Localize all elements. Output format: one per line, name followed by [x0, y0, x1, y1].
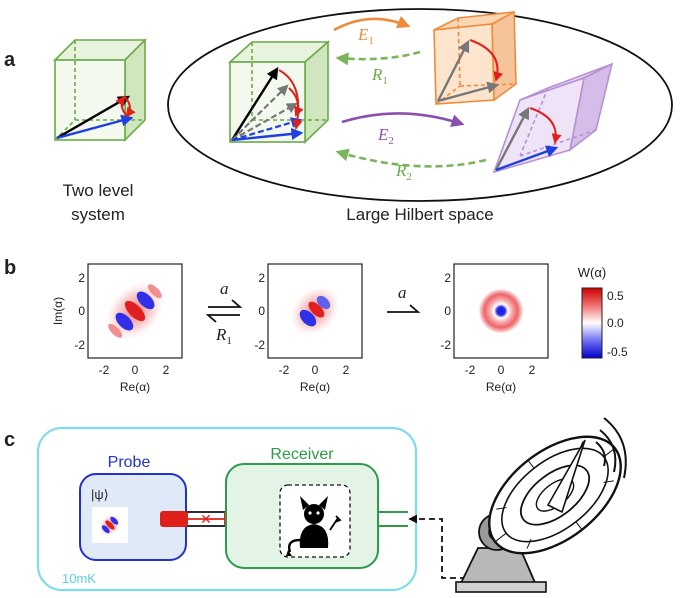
panel-a: a Two level system: [4, 8, 673, 224]
satellite-dish-icon: [455, 417, 627, 593]
E1-label: E1: [357, 25, 374, 47]
E2-label: E2: [377, 125, 394, 147]
two-level-caption-2: system: [71, 205, 125, 224]
two-level-caption-1: Two level: [63, 181, 134, 200]
hilbert-space-ellipse: [167, 8, 673, 202]
transition-arrow-red: [123, 95, 136, 118]
two-level-cube: [53, 38, 147, 142]
fridge-box: [36, 426, 418, 592]
colorbar: W(α) 0.5 0.0 -0.5: [578, 265, 628, 359]
svg-text:0: 0: [78, 304, 85, 318]
cross-icon: ✕: [200, 511, 212, 527]
arrow-E1: [333, 15, 411, 32]
probe-wigner-thumbnail: [92, 507, 128, 543]
panel-c-label: c: [4, 429, 15, 451]
operator-a: a: [387, 283, 421, 313]
svg-text:-2: -2: [279, 363, 290, 377]
ylabel-1: Im(α): [51, 297, 65, 325]
R2-label: R2: [395, 161, 412, 183]
xlabel-1: Re(α): [120, 380, 150, 394]
receiver-label: Receiver: [270, 446, 334, 463]
svg-text:-0.5: -0.5: [607, 345, 628, 359]
wigner-plot-3: 2 0 -2 -2 0 2 Re(α): [440, 263, 549, 394]
temperature-label: 10mK: [62, 571, 96, 586]
svg-text:-2: -2: [465, 363, 476, 377]
panel-b-label: b: [4, 257, 16, 279]
svg-text:-2: -2: [440, 338, 451, 352]
arrow-R2: [335, 148, 487, 168]
wigner-plot-2: 2 0 -2 -2 0 2 Re(α): [254, 263, 363, 394]
svg-text:2: 2: [78, 271, 85, 285]
operator-a-R1: a R1: [205, 279, 243, 347]
state-label: |ψ⟩: [91, 487, 109, 502]
svg-text:0: 0: [132, 363, 139, 377]
xlabel-2: Re(α): [300, 380, 330, 394]
svg-text:0: 0: [258, 304, 265, 318]
svg-text:-2: -2: [254, 338, 265, 352]
panel-a-label: a: [4, 49, 16, 71]
arrow-R1: [335, 50, 421, 66]
svg-text:0: 0: [444, 304, 451, 318]
svg-text:a: a: [398, 283, 407, 302]
svg-text:2: 2: [444, 271, 451, 285]
xlabel-3: Re(α): [486, 380, 516, 394]
svg-text:2: 2: [529, 363, 536, 377]
svg-text:0.5: 0.5: [607, 289, 624, 303]
svg-text:-2: -2: [74, 338, 85, 352]
arrow-E2: [341, 112, 465, 127]
svg-text:0.0: 0.0: [607, 316, 624, 330]
signal-arrow: [408, 514, 466, 579]
colorbar-title: W(α): [578, 265, 606, 280]
svg-text:0: 0: [498, 363, 505, 377]
probe-label: Probe: [108, 454, 151, 471]
purple-box: [492, 62, 614, 174]
panel-c: c 10mK Probe |ψ⟩ ✕ Receiver: [4, 417, 627, 593]
svg-text:2: 2: [343, 363, 350, 377]
svg-text:R1: R1: [215, 325, 232, 347]
state-vector-blue: [56, 114, 134, 140]
devil-icon: [286, 496, 342, 556]
wigner-plot-1: 2 0 -2 -2 0 2 Re(α) Im(α): [51, 263, 183, 394]
svg-text:2: 2: [163, 363, 170, 377]
panel-b: b 2 0 -2 -2 0 2 Re(α) Im(α) a: [4, 257, 628, 394]
svg-text:a: a: [220, 279, 229, 298]
svg-text:2: 2: [258, 271, 265, 285]
svg-text:-2: -2: [99, 363, 110, 377]
hilbert-caption: Large Hilbert space: [346, 205, 493, 224]
svg-text:0: 0: [312, 363, 319, 377]
R1-label: R1: [371, 65, 388, 87]
